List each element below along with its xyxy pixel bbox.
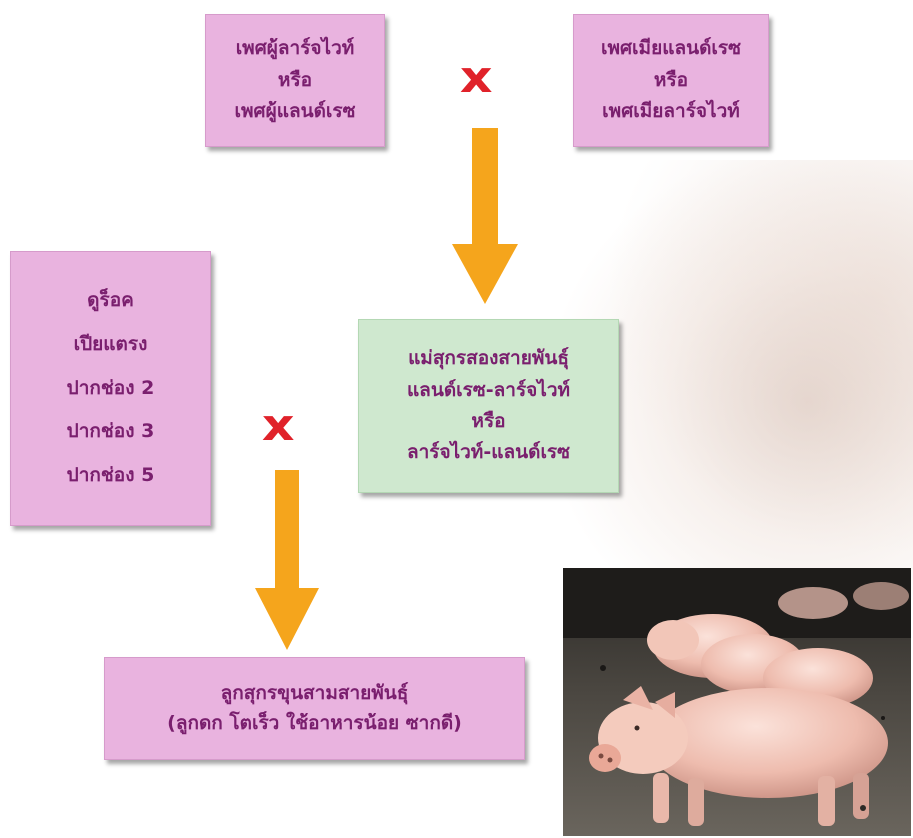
offspring-box: ลูกสุกรขุนสามสายพันธุ์ (ลูกดก โตเร็ว ใช้… (104, 657, 525, 760)
male-parent-box: เพศผู้ลาร์จไวท์ หรือ เพศผู้แลนด์เรซ (205, 14, 385, 147)
sow-line-4: ลาร์จไวท์-แลนด์เรซ (407, 437, 570, 468)
arrow-down-to-offspring (255, 470, 319, 650)
pigs-illustration (563, 568, 911, 836)
male-parent-line-1: เพศผู้ลาร์จไวท์ (236, 33, 355, 64)
cross-symbol-parents: x (460, 56, 493, 100)
female-parent-line-1: เพศเมียแลนด์เรซ (601, 33, 741, 64)
sow-line-3: หรือ (471, 406, 505, 437)
sire-pakchong-2: ปากช่อง 2 (67, 367, 155, 411)
sire-pakchong-5: ปากช่อง 5 (67, 454, 155, 498)
sire-pietrain: เปียแตรง (74, 323, 148, 367)
female-parent-line-3: เพศเมียลาร์จไวท์ (602, 96, 740, 127)
sire-pakchong-3: ปากช่อง 3 (67, 410, 155, 454)
pigs-photo (563, 568, 911, 836)
offspring-line-1: ลูกสุกรขุนสามสายพันธุ์ (221, 679, 409, 708)
sow-line-1: แม่สุกรสองสายพันธุ์ (408, 343, 569, 374)
sire-duroc: ดูร็อค (87, 279, 134, 323)
offspring-line-2: (ลูกดก โตเร็ว ใช้อาหารน้อย ซากดี) (167, 709, 462, 738)
male-parent-line-2: หรือ (278, 65, 312, 96)
cross-symbol-sow: x (262, 404, 295, 448)
crossbred-sow-box: แม่สุกรสองสายพันธุ์ แลนด์เรซ-ลาร์จไวท์ ห… (358, 319, 619, 493)
sow-line-2: แลนด์เรซ-ลาร์จไวท์ (407, 375, 570, 406)
terminal-sires-box: ดูร็อค เปียแตรง ปากช่อง 2 ปากช่อง 3 ปากช… (10, 251, 211, 526)
male-parent-line-3: เพศผู้แลนด์เรซ (234, 96, 355, 127)
arrow-down-to-sow (452, 128, 518, 304)
female-parent-line-2: หรือ (654, 65, 688, 96)
female-parent-box: เพศเมียแลนด์เรซ หรือ เพศเมียลาร์จไวท์ (573, 14, 769, 147)
